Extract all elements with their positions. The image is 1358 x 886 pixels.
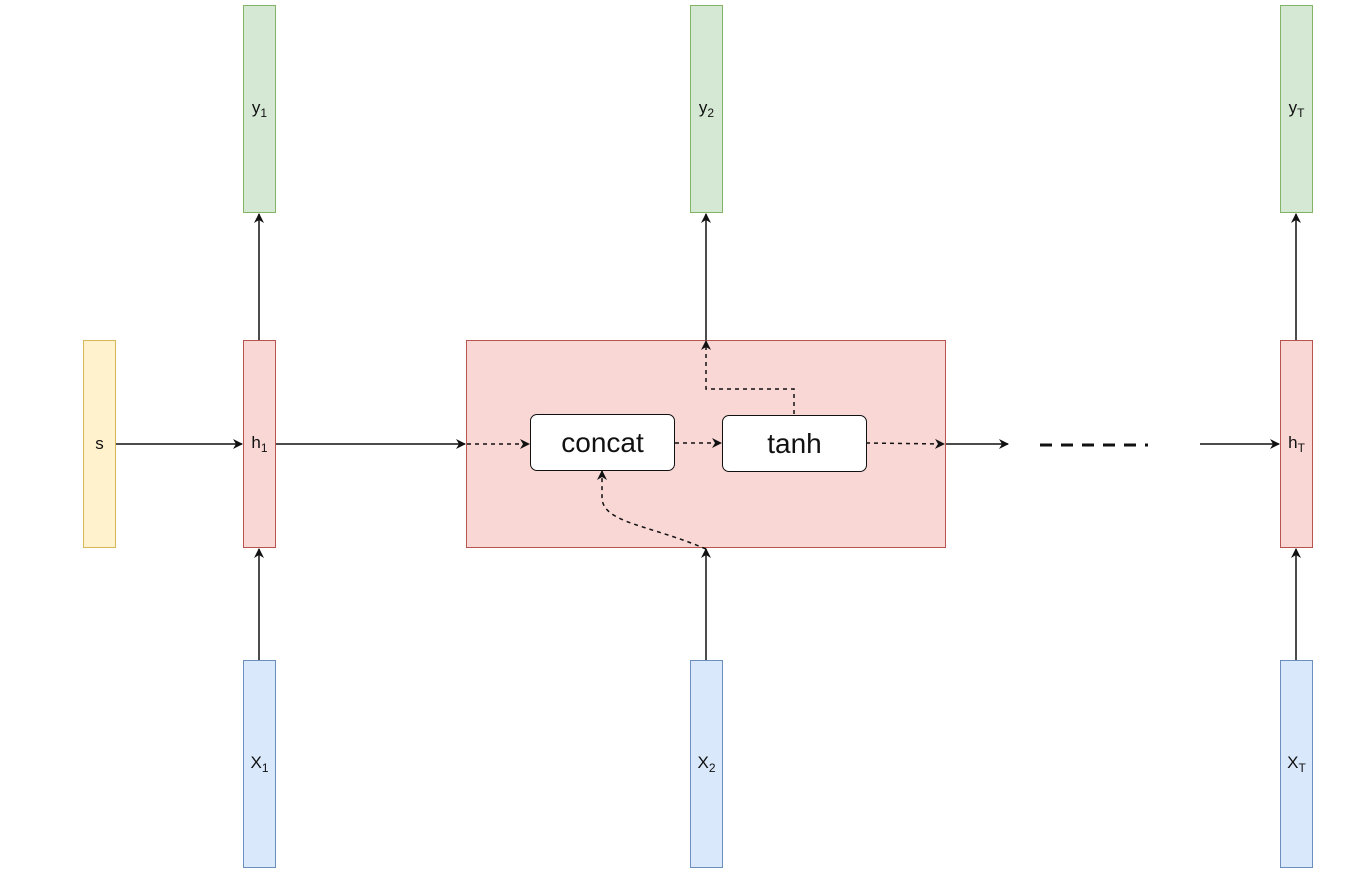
tanh-op: tanh (722, 415, 867, 472)
output-yT-label: yT (1288, 98, 1305, 120)
dashed-edge-tanh-up (701, 340, 795, 414)
state-s: s (83, 340, 116, 548)
output-y1: y1 (243, 5, 276, 213)
hidden-hT-label: hT (1288, 433, 1305, 455)
output-y1-label: y1 (251, 98, 268, 120)
input-x1-label: X1 (250, 753, 269, 775)
input-x2-label: X2 (697, 753, 716, 775)
input-xT-label: XT (1287, 753, 1306, 775)
dashed-edge-x2-concat (597, 470, 707, 550)
concat-label: concat (561, 426, 644, 458)
input-x1: X1 (243, 660, 276, 868)
tanh-label: tanh (767, 427, 822, 459)
state-s-label: s (95, 434, 104, 453)
output-yT: yT (1280, 5, 1313, 213)
output-y2-label: y2 (698, 98, 715, 120)
input-xT: XT (1280, 660, 1313, 868)
output-y2: y2 (690, 5, 723, 213)
hidden-h1: h1 (243, 340, 276, 548)
input-x2: X2 (690, 660, 723, 868)
hidden-h1-label: h1 (251, 433, 268, 455)
hidden-hT: hT (1280, 340, 1313, 548)
concat-op: concat (530, 414, 675, 471)
dashed-edge-tanh-out (865, 438, 945, 449)
